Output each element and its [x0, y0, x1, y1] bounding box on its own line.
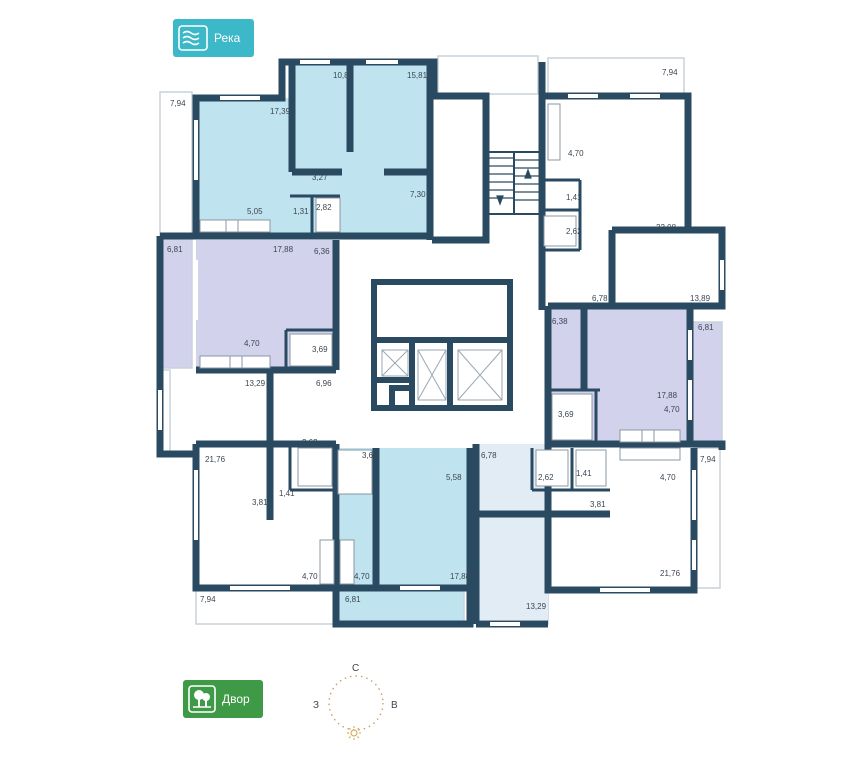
area-label: 4,70 — [354, 572, 370, 581]
area-label: 2,62 — [538, 473, 554, 482]
area-label: 13,89 — [690, 294, 711, 303]
room-nw-hall — [292, 172, 430, 236]
area-label: 3,69 — [558, 410, 574, 419]
area-label: 13,29 — [245, 379, 266, 388]
area-label: 17,39 — [270, 107, 291, 116]
area-label: 17,88 — [450, 572, 471, 581]
area-label: 1,41 — [279, 489, 295, 498]
compass-east: В — [391, 700, 398, 711]
area-label: 2,82 — [316, 203, 332, 212]
area-label: 13,29 — [526, 602, 547, 611]
tree-yard-icon — [188, 685, 216, 713]
room-nw-bed2 — [350, 62, 430, 172]
area-label: 17,88 — [273, 245, 294, 254]
area-label: 2,62 — [566, 227, 582, 236]
room-se-room — [476, 514, 548, 620]
area-label: 6,81 — [698, 323, 714, 332]
area-label: 7,30 — [410, 190, 426, 199]
area-label: 7,94 — [200, 595, 216, 604]
area-label: 1,31 — [293, 207, 309, 216]
area-label: 6,81 — [167, 245, 183, 254]
area-label: 3,81 — [590, 500, 606, 509]
room-s-main — [376, 448, 470, 588]
area-label: 4,70 — [244, 339, 260, 348]
compass-west: З — [313, 700, 319, 711]
compass-north: С — [352, 663, 359, 674]
elevator-crosses — [381, 349, 503, 401]
river-badge: Река — [173, 19, 254, 57]
area-label: 22,08 — [656, 223, 677, 232]
area-label: 4,70 — [302, 572, 318, 581]
area-labels: 17,39 10,81 15,81 7,94 3,27 7,30 5,05 1,… — [167, 68, 716, 611]
area-label: 3,27 — [312, 173, 328, 182]
river-waves-icon — [178, 25, 208, 51]
partition-walls — [284, 178, 610, 492]
area-label: 6,78 — [481, 451, 497, 460]
yard-badge: Двор — [183, 680, 263, 718]
area-label: 1,41 — [576, 469, 592, 478]
walls — [156, 58, 726, 628]
sun-icon — [347, 726, 361, 740]
area-label: 10,81 — [333, 71, 354, 80]
area-label: 21,76 — [205, 455, 226, 464]
area-label: 4,70 — [568, 149, 584, 158]
building-core — [371, 279, 513, 411]
windows — [158, 60, 724, 626]
area-label: 3,81 — [252, 498, 268, 507]
area-label: 15,81 — [407, 71, 428, 80]
yard-badge-label: Двор — [222, 692, 250, 706]
room-nw-bed1 — [292, 62, 350, 172]
apartment-fills — [196, 62, 690, 620]
area-label: 6,36 — [314, 247, 330, 256]
fixtures — [199, 103, 681, 585]
area-label: 4,70 — [664, 405, 680, 414]
area-label: 3,69 — [312, 345, 328, 354]
room-nw-living — [196, 98, 292, 236]
area-label: 7,94 — [170, 99, 186, 108]
area-label: 7,94 — [700, 455, 716, 464]
area-label: 6,96 — [316, 379, 332, 388]
area-label: 5,05 — [247, 207, 263, 216]
area-label: 6,38 — [552, 317, 568, 326]
area-label: 3,69 — [362, 451, 378, 460]
area-label: 1,41 — [566, 193, 582, 202]
area-label: 7,94 — [662, 68, 678, 77]
area-label: 6,78 — [592, 294, 608, 303]
area-label: 21,76 — [660, 569, 681, 578]
area-label: 6,81 — [345, 595, 361, 604]
staircase — [487, 151, 543, 215]
area-label: 5,58 — [446, 473, 462, 482]
river-badge-label: Река — [214, 31, 241, 45]
area-label: 17,88 — [657, 391, 678, 400]
area-label: 4,70 — [660, 473, 676, 482]
area-label: 2,62 — [302, 438, 318, 447]
compass-ring — [328, 675, 384, 731]
compass: С З В — [313, 663, 398, 740]
